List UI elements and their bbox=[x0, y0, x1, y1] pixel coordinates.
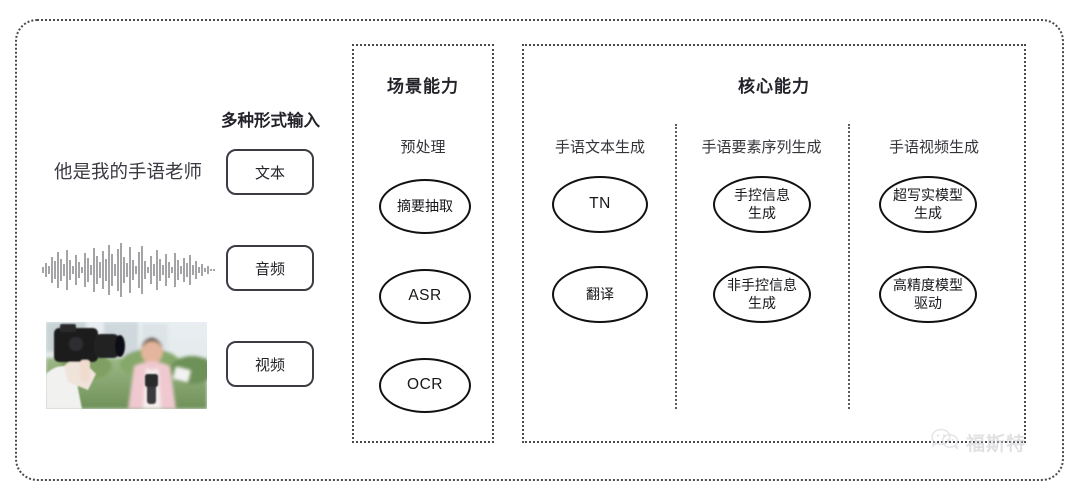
video-thumbnail bbox=[46, 322, 207, 409]
input-section-heading: 多种形式输入 bbox=[221, 112, 320, 130]
sample-text: 他是我的手语老师 bbox=[53, 161, 202, 182]
node-asr[interactable]: ASR bbox=[379, 269, 471, 324]
scene-capability-panel: 场景能力 预处理 摘要抽取 ASR OCR bbox=[352, 44, 494, 443]
node-high-precision-model-driving[interactable]: 高精度模型 驱动 bbox=[879, 266, 977, 323]
watermark-text: 福斯特 bbox=[966, 434, 1027, 455]
node-summary-extraction[interactable]: 摘要抽取 bbox=[379, 179, 471, 234]
chip-audio[interactable]: 音频 bbox=[226, 245, 314, 291]
outer-frame bbox=[15, 19, 1064, 481]
node-translation[interactable]: 翻译 bbox=[552, 266, 648, 323]
node-ocr[interactable]: OCR bbox=[379, 358, 471, 413]
core-divider-1 bbox=[675, 124, 677, 409]
node-photorealistic-model-generation[interactable]: 超写实模型 生成 bbox=[879, 176, 977, 233]
node-non-manual-feature-generation[interactable]: 非手控信息 生成 bbox=[713, 266, 811, 323]
core-col1-subhead: 手语文本生成 bbox=[554, 139, 645, 156]
core-panel-title: 核心能力 bbox=[738, 77, 810, 96]
node-manual-feature-generation[interactable]: 手控信息 生成 bbox=[713, 176, 811, 233]
chip-video-label: 视频 bbox=[254, 356, 285, 374]
scene-subhead: 预处理 bbox=[400, 139, 446, 156]
node-tn[interactable]: TN bbox=[552, 176, 648, 233]
core-capability-panel: 核心能力 手语文本生成 TN 翻译 手语要素序列生成 手控信息 生成 非手控信息… bbox=[522, 44, 1026, 443]
core-col3-subhead: 手语视频生成 bbox=[888, 139, 979, 156]
scene-panel-title: 场景能力 bbox=[387, 77, 459, 96]
core-col2-subhead: 手语要素序列生成 bbox=[701, 139, 822, 156]
chip-text-label: 文本 bbox=[254, 164, 285, 182]
chip-video[interactable]: 视频 bbox=[226, 341, 314, 387]
wechat-icon bbox=[930, 428, 960, 457]
watermark: 福斯特 bbox=[930, 428, 1026, 457]
audio-waveform-icon bbox=[38, 240, 218, 300]
chip-audio-label: 音频 bbox=[254, 260, 285, 278]
chip-text[interactable]: 文本 bbox=[226, 149, 314, 195]
core-divider-2 bbox=[848, 124, 850, 409]
